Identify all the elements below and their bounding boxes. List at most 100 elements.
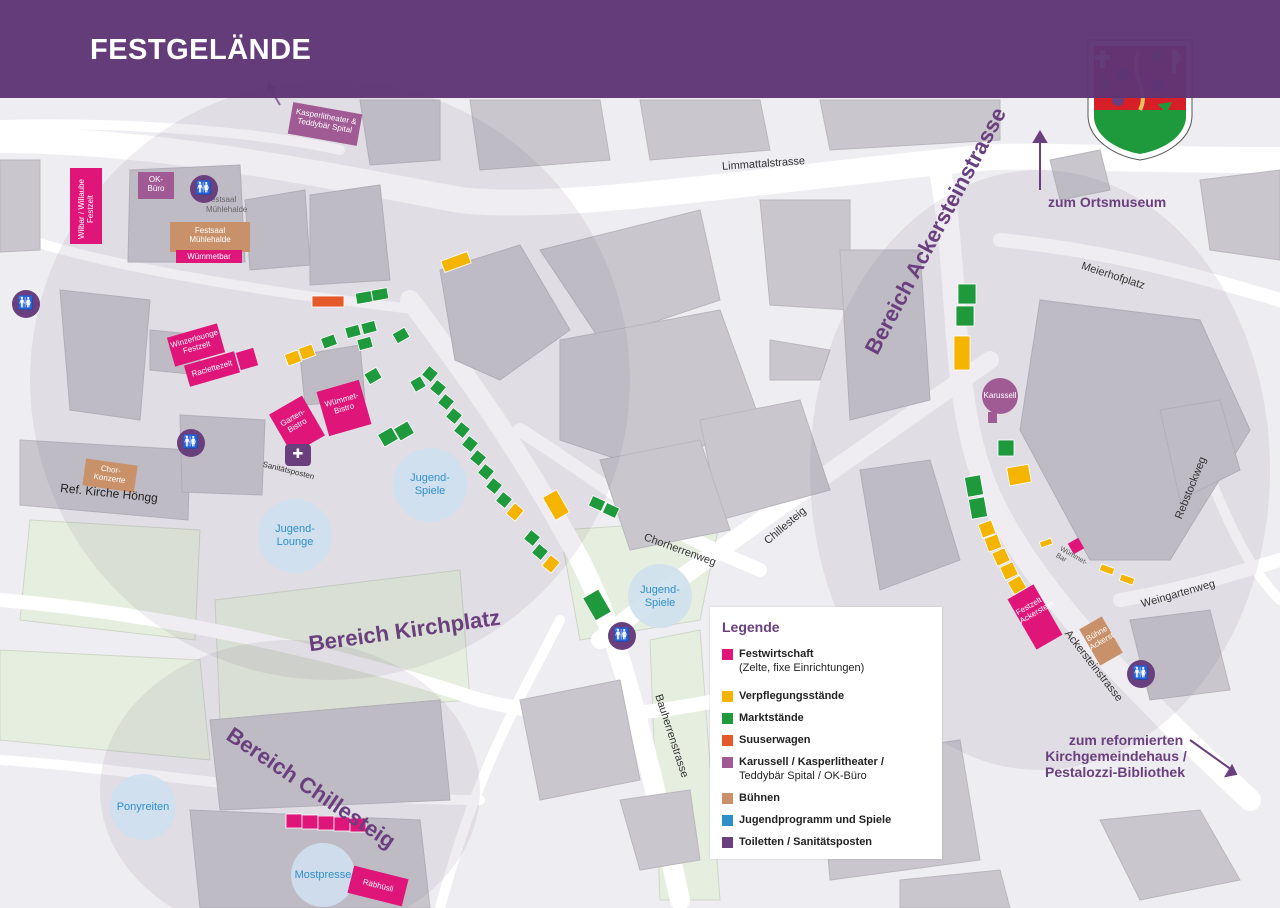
stall-verpflegung (977, 519, 997, 539)
legend-swatch (722, 837, 733, 848)
stall-verpflegung (991, 547, 1011, 567)
wilbar-line2: Festzelt (86, 195, 95, 224)
stall-verpflegung (999, 561, 1019, 581)
jl-line1: Jugend- (275, 523, 315, 535)
circle-jugendspiele-2: Jugend- Spiele (630, 584, 690, 610)
stall-markt (963, 474, 985, 498)
stalls-layer (283, 251, 1136, 833)
toilet-icon: 🚻 (177, 429, 205, 457)
stall-markt (409, 375, 427, 393)
legend-swatch (722, 793, 733, 804)
js1-line1: Jugend- (410, 472, 450, 484)
stall-verpflegung (440, 251, 472, 273)
stall-verpflegung (983, 533, 1003, 553)
circle-ponyreiten: Ponyreiten (116, 801, 170, 813)
stall-markt (468, 448, 488, 468)
circle-jugendlounge: Jugend- Lounge (265, 523, 325, 549)
youth-circles (110, 448, 692, 907)
stall-markt (460, 434, 480, 454)
legend-sublabel: (Zelte, fixe Einrichtungen) (739, 662, 865, 674)
toilet-icon: 🚻 (190, 175, 218, 203)
stall-verpflegung (297, 343, 317, 361)
tag-wuemmetbar: Wümmetbar (176, 250, 242, 263)
js2-line1: Jugend- (640, 584, 680, 596)
legend-panel: Legende Festwirtschaft (Zelte, fixe Einri… (710, 607, 942, 859)
legend-sublabel: Teddybär Spital / OK-Büro (739, 770, 867, 782)
legend-label: Toiletten / Sanitätsposten (739, 836, 873, 848)
stall-festwirtschaft (301, 814, 319, 830)
toilet-icon: 🚻 (608, 622, 636, 650)
stall-verpflegung (1038, 537, 1054, 549)
legend-swatch (722, 713, 733, 724)
stall-suuser (311, 295, 345, 308)
stall-markt (363, 366, 383, 386)
page-title: FESTGELÄNDE (90, 34, 312, 66)
tag-wilbar: Wilbar / Willaube Festzelt (70, 168, 102, 244)
karussell-post (988, 412, 997, 423)
stall-markt (428, 378, 448, 398)
legend-label: Jugendprogramm und Spiele (739, 814, 892, 826)
karussell-marker (982, 378, 1018, 414)
stall-verpflegung (541, 554, 561, 574)
legend-label: Verpflegungsstände (739, 690, 845, 702)
legend-label: Bühnen (739, 792, 780, 804)
stall-markt (370, 287, 390, 302)
js1-line2: Spiele (414, 485, 446, 497)
tag-ok-buero: OK- Büro (138, 172, 174, 199)
stall-markt (601, 502, 621, 519)
wilbar-line1: Wilbar / Willaube (77, 179, 86, 240)
stall-markt (957, 283, 977, 305)
stall-markt (494, 490, 514, 510)
stall-markt (452, 420, 472, 440)
stall-markt (344, 323, 362, 340)
stall-markt (582, 588, 612, 622)
legend-title: Legende (722, 619, 780, 635)
direction-ortsmuseum: zum Ortsmuseum (1048, 194, 1167, 210)
legend-swatch (722, 815, 733, 826)
direction-kirchgemeinde-1: zum reformierten (1068, 732, 1184, 748)
toilet-icon: 🚻 (1127, 660, 1155, 688)
legend-swatch (722, 691, 733, 702)
festsaal-line1: Festsaal (206, 195, 237, 204)
toilet-icon: 🚻 (12, 290, 40, 318)
legend-swatch (722, 735, 733, 746)
stall-markt (997, 439, 1015, 457)
stall-festwirtschaft (349, 817, 367, 833)
stall-markt (587, 495, 607, 512)
stall-markt (484, 476, 504, 496)
direction-kirchgemeinde-2: Kirchgemeindehaus / (1045, 748, 1187, 764)
stall-verpflegung (542, 489, 570, 521)
legend-label: Suuserwagen (739, 734, 811, 746)
stall-markt (391, 326, 411, 345)
legend-label: Karussell / Kasperlitheater / (739, 756, 884, 768)
stall-markt (377, 426, 399, 448)
stall-markt (967, 496, 989, 520)
festsaal-label: Festsaal Mühlehalde (206, 195, 247, 215)
stall-markt (530, 542, 550, 562)
festsaal-line2: Mühlehalde (206, 205, 248, 214)
header-band (0, 0, 1280, 98)
stall-verpflegung (1118, 573, 1136, 586)
circle-mostpresse: Mostpresse (294, 869, 352, 881)
festsaal-buehne-line1: Festsaal (194, 226, 226, 235)
stall-markt (354, 290, 374, 305)
stall-markt (476, 462, 496, 482)
ok-buero-line2: Büro (147, 184, 165, 193)
stall-markt (320, 333, 338, 350)
stall-verpflegung (953, 335, 971, 371)
stall-markt (522, 528, 542, 548)
jl-line2: Lounge (276, 536, 314, 548)
tag-festsaal-buehne: Festsaal Mühlehalde (170, 222, 250, 252)
stall-markt (444, 406, 464, 426)
festsaal-buehne-line2: Mühlehalde (189, 235, 231, 244)
ok-buero-line1: OK- (148, 175, 164, 184)
stall-verpflegung (505, 502, 525, 522)
legend-label: Festwirtschaft (739, 648, 814, 660)
stall-festwirtschaft (285, 813, 303, 829)
direction-kirchgemeinde-3: Pestalozzi-Bibliothek (1044, 764, 1186, 780)
stall-markt (360, 319, 378, 336)
legend-swatch (722, 649, 733, 660)
stall-verpflegung (283, 349, 303, 367)
js2-line2: Spiele (644, 597, 676, 609)
